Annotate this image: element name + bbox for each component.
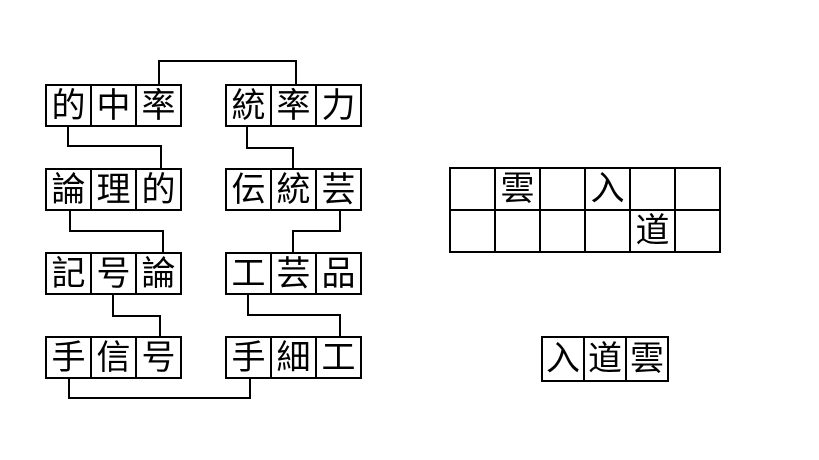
kanji-cell: 率 [270, 84, 317, 127]
grid-cell[interactable]: 入 [584, 167, 631, 211]
kanji-cell: 統 [270, 168, 317, 211]
word-left-3: 記 号 論 [45, 252, 182, 295]
grid-row-1: 雲 入 [449, 167, 721, 211]
word-right-1: 統 率 力 [225, 84, 362, 127]
kanji-cell: 号 [90, 252, 137, 295]
connector-gei [292, 211, 341, 252]
kanji-cell: 論 [135, 252, 182, 295]
kanji-cell: 手 [45, 336, 92, 379]
kanji-cell: 芸 [315, 168, 362, 211]
grid-cell[interactable] [674, 209, 721, 253]
connector-tou [246, 127, 294, 168]
grid-cell[interactable] [674, 167, 721, 211]
connector-kou [247, 295, 341, 336]
kanji-cell: 力 [315, 84, 362, 127]
kanji-cell: 工 [225, 252, 272, 295]
grid-cell[interactable] [539, 209, 586, 253]
word-left-2: 論 理 的 [45, 168, 182, 211]
kanji-cell: 論 [45, 168, 92, 211]
kanji-cell: 的 [45, 84, 92, 127]
word-right-4: 手 細 工 [225, 336, 362, 379]
kanji-cell: 品 [315, 252, 362, 295]
connector-te-bottom [68, 378, 251, 399]
kanji-cell: 号 [135, 336, 182, 379]
kanji-cell: 信 [90, 336, 137, 379]
grid-cell[interactable]: 雲 [494, 167, 541, 211]
grid-cell[interactable] [494, 209, 541, 253]
connector-ron [69, 211, 164, 252]
grid-row-2: 道 [449, 209, 721, 253]
grid-cell[interactable]: 道 [629, 209, 676, 253]
kanji-cell: 統 [225, 84, 272, 127]
kanji-cell: 工 [315, 336, 362, 379]
grid-cell[interactable] [629, 167, 676, 211]
kanji-cell: 手 [225, 336, 272, 379]
grid-cell[interactable] [584, 209, 631, 253]
answer-cell: 入 [541, 336, 585, 382]
kanji-cell: 芸 [270, 252, 317, 295]
grid-cell[interactable] [449, 167, 496, 211]
word-left-4: 手 信 号 [45, 336, 182, 379]
kanji-cell: 記 [45, 252, 92, 295]
connector-gou [112, 295, 161, 336]
connector-teki [67, 127, 162, 168]
grid-cell[interactable] [449, 209, 496, 253]
word-left-1: 的 中 率 [45, 84, 182, 127]
kanji-cell: 理 [90, 168, 137, 211]
connector-ritsu-top [158, 60, 297, 84]
answer-cell: 道 [583, 336, 627, 382]
answer-box: 入 道 雲 [541, 336, 669, 382]
grid-cell[interactable] [539, 167, 586, 211]
kanji-cell: 伝 [225, 168, 272, 211]
answer-cell: 雲 [625, 336, 669, 382]
kanji-cell: 細 [270, 336, 317, 379]
word-right-2: 伝 統 芸 [225, 168, 362, 211]
word-right-3: 工 芸 品 [225, 252, 362, 295]
fill-in-grid: 雲 入 道 [449, 167, 721, 253]
kanji-cell: 中 [90, 84, 137, 127]
kanji-cell: 的 [135, 168, 182, 211]
kanji-cell: 率 [135, 84, 182, 127]
